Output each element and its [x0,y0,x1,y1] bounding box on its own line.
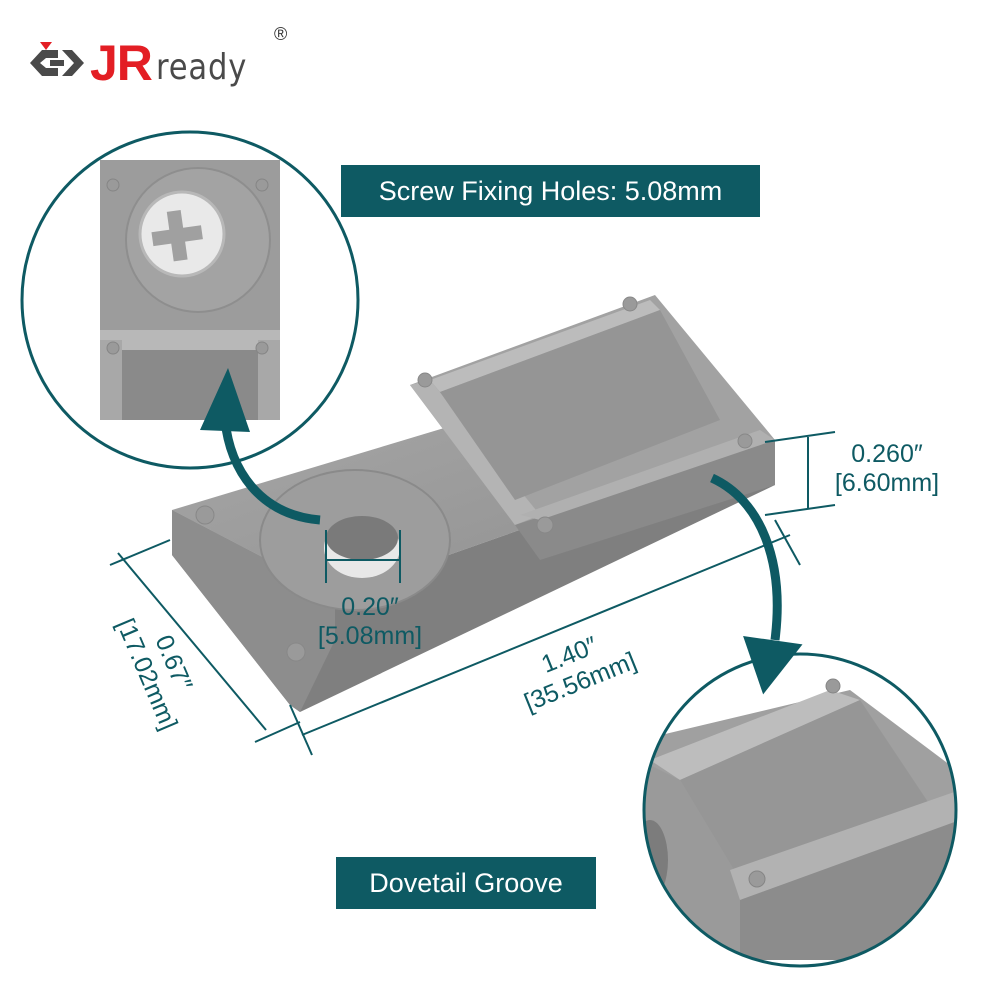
dovetail-detail-inset [642,652,958,968]
screw-holes-callout: Screw Fixing Holes: 5.08mm [341,165,760,217]
height-mm: [6.60mm] [834,468,940,497]
height-dimension: 0.260″ [6.60mm] [822,440,952,498]
height-inches: 0.260″ [851,440,923,468]
brand-name-rest: ready [155,47,248,88]
registered-mark: ® [274,24,288,44]
brand-name-accent: JR [90,35,153,91]
hole-dimension: 0.20″ [5.08mm] [300,593,440,651]
dovetail-callout: Dovetail Groove [336,857,596,909]
arrow-to-screw-inset [200,368,321,525]
arrow-to-dovetail-inset [710,473,803,695]
bracket-part [172,295,775,712]
dimension-lines [109,431,836,756]
hole-mm: [5.08mm] [317,621,423,650]
hole-inches: 0.20″ [341,593,399,621]
screw-detail-inset [20,130,360,470]
logo-mark-icon [30,42,84,76]
brand-logo: JR ready ® [28,24,287,91]
